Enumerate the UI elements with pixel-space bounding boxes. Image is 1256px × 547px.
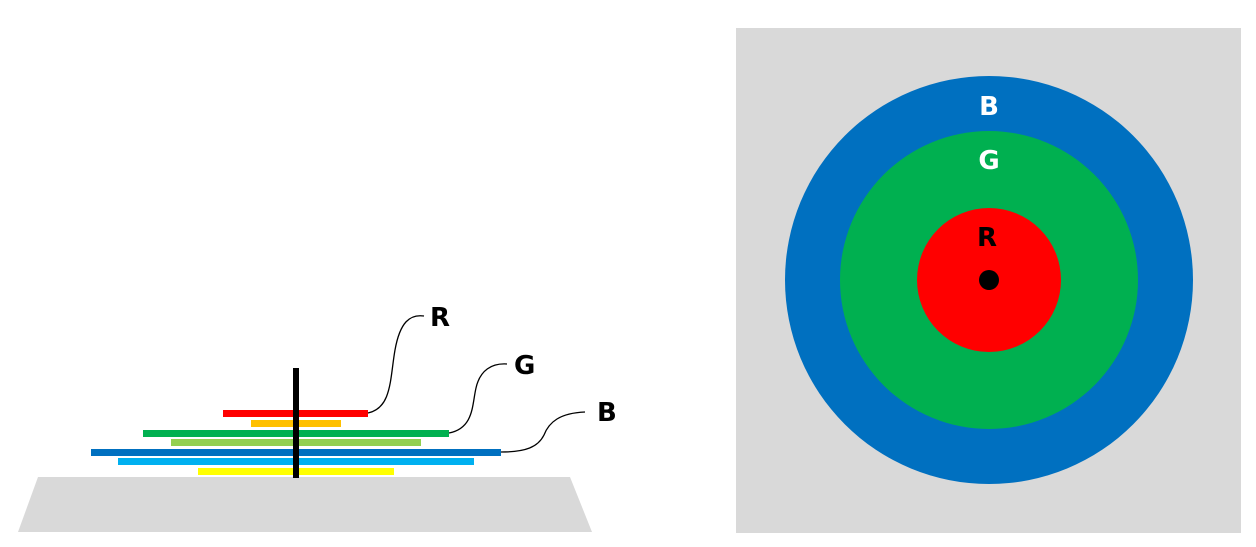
label-g-top: G <box>978 146 999 176</box>
center-dot <box>979 270 999 290</box>
label-r-side: R <box>430 303 450 333</box>
label-r-top: R <box>977 223 997 253</box>
leader-line-b <box>500 411 586 453</box>
label-g-side: G <box>514 351 535 381</box>
label-b-side: B <box>597 398 617 428</box>
top-view: B G R <box>736 28 1241 533</box>
base-platform <box>18 477 592 532</box>
center-rod <box>293 368 299 478</box>
leader-line-r <box>367 315 425 414</box>
side-view: R G B <box>18 303 617 532</box>
label-b-top: B <box>979 92 999 122</box>
leader-line-g <box>448 363 508 434</box>
